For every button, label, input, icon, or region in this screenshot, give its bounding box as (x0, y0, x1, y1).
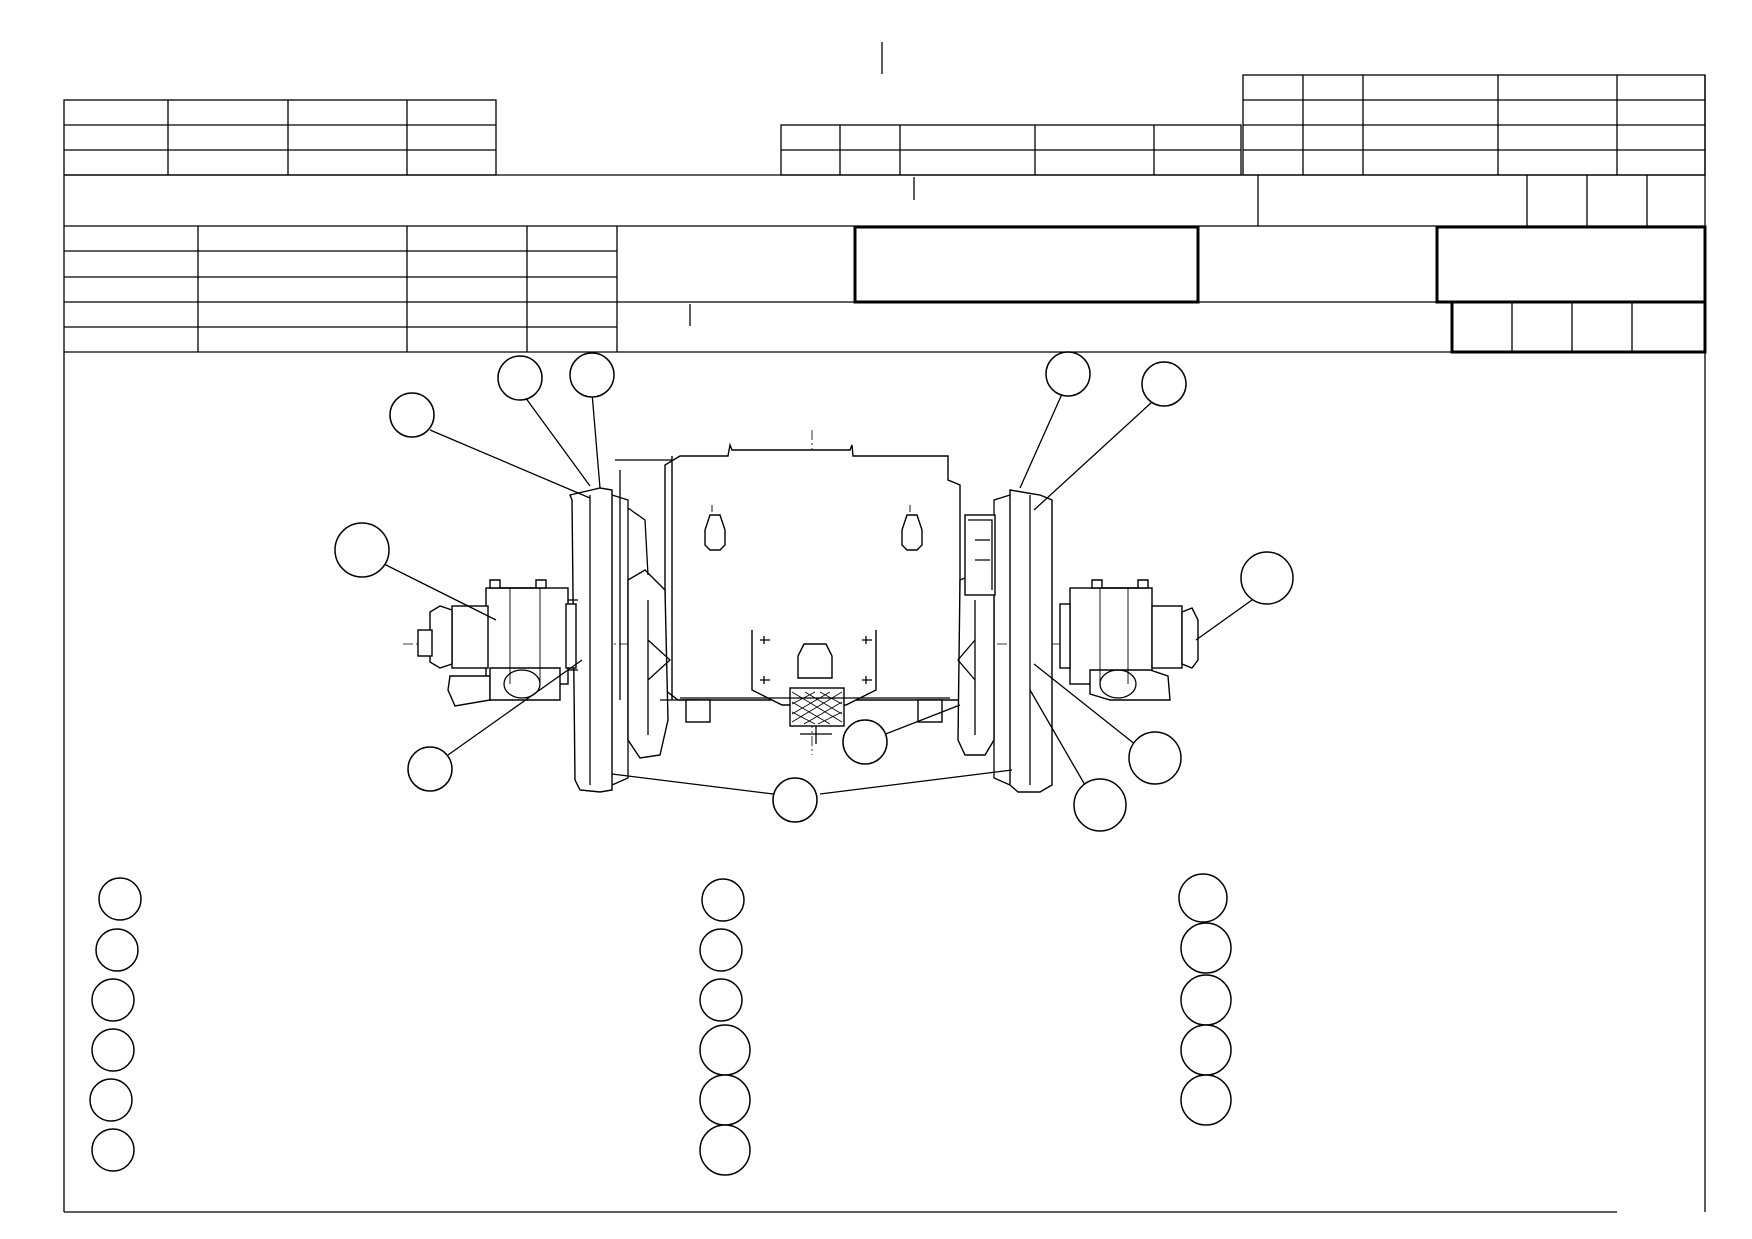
right-axle-box (1059, 579, 1199, 701)
leader-line (1195, 599, 1253, 641)
callout-circle (1141, 361, 1187, 407)
sheet-number-box (1450, 300, 1707, 354)
legend-item (1180, 922, 1232, 974)
organization-box (1435, 225, 1707, 304)
leader-line (524, 396, 591, 487)
callout-circle (1128, 731, 1182, 785)
leader-line (447, 659, 583, 756)
leader-line (1029, 689, 1086, 786)
legend-column-1 (89, 877, 142, 1172)
leader-line (1033, 663, 1137, 746)
header-table-right-bottom (64, 225, 1707, 354)
wheelset-drawing (403, 430, 1199, 793)
legend-item (91, 1028, 135, 1072)
gearbox-housing (615, 442, 961, 744)
legend-item (91, 978, 135, 1022)
callout-circle (772, 777, 818, 823)
legend-item (699, 928, 743, 972)
legend-item (1178, 873, 1228, 923)
left-wheel (569, 487, 711, 793)
drawing-callouts (334, 351, 1294, 832)
header-table-middle-top (780, 124, 1242, 176)
leader-line (429, 429, 591, 499)
callout-circle (842, 719, 888, 765)
callout-circle (569, 352, 615, 398)
callout-circle (334, 522, 390, 578)
legend-item (91, 1128, 135, 1172)
legend-item (699, 1074, 751, 1126)
legend-item (1180, 974, 1232, 1026)
callout-circle (1073, 778, 1127, 832)
leader-line (611, 773, 774, 795)
callout-circle (497, 355, 543, 401)
leader-line (819, 769, 1013, 795)
header-table-left-bottom (63, 226, 618, 352)
left-axle-box (417, 579, 578, 707)
callout-circle (407, 746, 453, 792)
legend-column-3 (1178, 873, 1232, 1126)
header-table-left-top (63, 99, 497, 176)
legend-item (699, 978, 743, 1022)
leader-line (882, 704, 961, 736)
document-title-box (853, 225, 1200, 304)
legend-item (1180, 1024, 1232, 1076)
leader-line (1019, 393, 1063, 489)
callout-circle (1045, 351, 1091, 397)
legend-item (98, 877, 142, 921)
leader-line (591, 392, 601, 489)
legend-item (701, 878, 745, 922)
leader-line (1033, 401, 1153, 511)
legend-item (699, 1124, 751, 1176)
legend-item (699, 1024, 751, 1076)
legend-item (1180, 1074, 1232, 1126)
callout-circle (1240, 551, 1294, 605)
legend-column-2 (699, 878, 751, 1176)
right-wheel (917, 489, 1053, 793)
leader-line (379, 561, 497, 621)
legend-item (95, 928, 139, 972)
header-table-right-top (1242, 74, 1706, 176)
callout-circle (389, 392, 435, 438)
legend-item (89, 1078, 133, 1122)
